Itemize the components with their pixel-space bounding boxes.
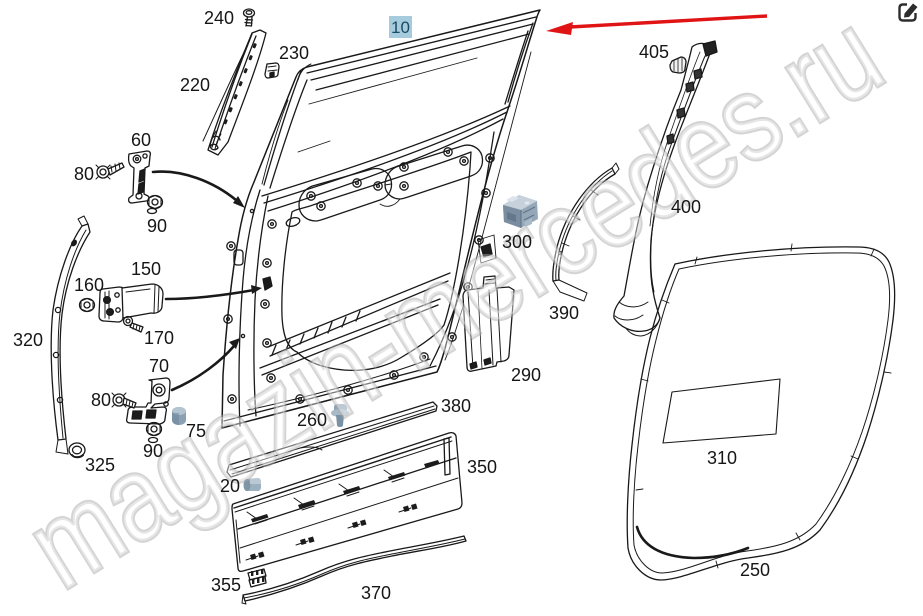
svg-text:240: 240 bbox=[204, 8, 234, 28]
svg-text:170: 170 bbox=[144, 328, 174, 348]
svg-text:300: 300 bbox=[502, 232, 532, 252]
svg-text:310: 310 bbox=[707, 448, 737, 468]
svg-text:60: 60 bbox=[131, 130, 151, 150]
svg-text:80: 80 bbox=[74, 164, 94, 184]
svg-text:290: 290 bbox=[511, 365, 541, 385]
svg-text:325: 325 bbox=[85, 455, 115, 475]
svg-text:10: 10 bbox=[391, 18, 410, 37]
svg-text:160: 160 bbox=[74, 275, 104, 295]
svg-text:355: 355 bbox=[211, 575, 241, 595]
svg-text:80: 80 bbox=[91, 390, 111, 410]
svg-text:90: 90 bbox=[143, 441, 163, 461]
svg-text:150: 150 bbox=[131, 259, 161, 279]
svg-text:370: 370 bbox=[361, 583, 391, 603]
svg-text:250: 250 bbox=[740, 560, 770, 580]
svg-text:320: 320 bbox=[13, 330, 43, 350]
svg-text:20: 20 bbox=[220, 476, 240, 496]
svg-text:380: 380 bbox=[441, 396, 471, 416]
svg-text:230: 230 bbox=[279, 43, 309, 63]
svg-text:75: 75 bbox=[186, 421, 206, 441]
svg-text:350: 350 bbox=[467, 457, 497, 477]
svg-text:260: 260 bbox=[297, 410, 327, 430]
svg-text:70: 70 bbox=[149, 356, 169, 376]
svg-text:405: 405 bbox=[639, 42, 669, 62]
svg-text:90: 90 bbox=[147, 216, 167, 236]
svg-text:400: 400 bbox=[671, 197, 701, 217]
svg-text:220: 220 bbox=[180, 75, 210, 95]
svg-text:390: 390 bbox=[549, 303, 579, 323]
